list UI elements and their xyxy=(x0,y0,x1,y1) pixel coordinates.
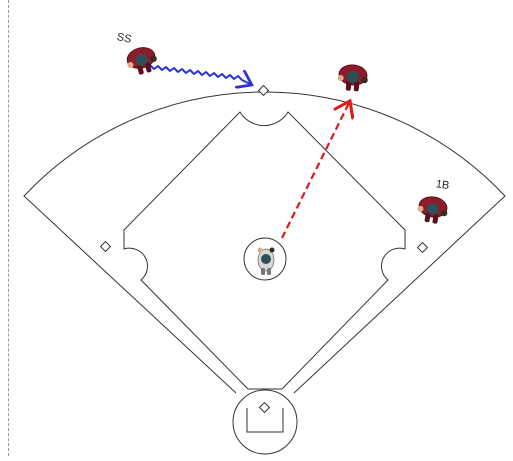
first-base xyxy=(418,243,428,253)
shortstop-player-icon xyxy=(124,44,160,77)
first-baseman-player-icon xyxy=(415,195,449,226)
third-base xyxy=(101,242,111,252)
shortstop-label: SS xyxy=(116,31,133,46)
home-plate-circle xyxy=(233,390,297,454)
second-baseman-player-icon xyxy=(337,64,369,93)
left-dashed-guide xyxy=(8,0,9,456)
first-base-label: 1B xyxy=(435,178,450,192)
run-arrow xyxy=(150,65,250,84)
second-base xyxy=(259,86,269,96)
